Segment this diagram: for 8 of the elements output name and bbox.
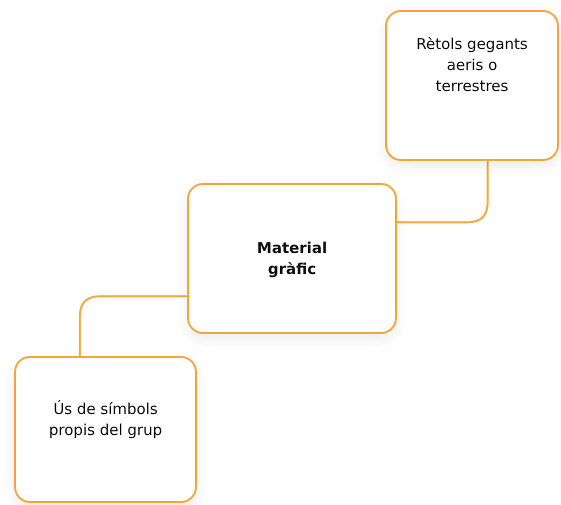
connector-line xyxy=(397,161,489,224)
topic-text: Ús de símbols propis del grup xyxy=(48,398,164,440)
topic-text: Rètols gegants aeris o terrestres xyxy=(415,34,529,97)
topic-box xyxy=(187,183,397,334)
topic-title: Material gràfic xyxy=(256,238,328,280)
topic-box xyxy=(14,356,197,503)
topic-box xyxy=(385,10,559,161)
connector-line xyxy=(78,295,187,356)
